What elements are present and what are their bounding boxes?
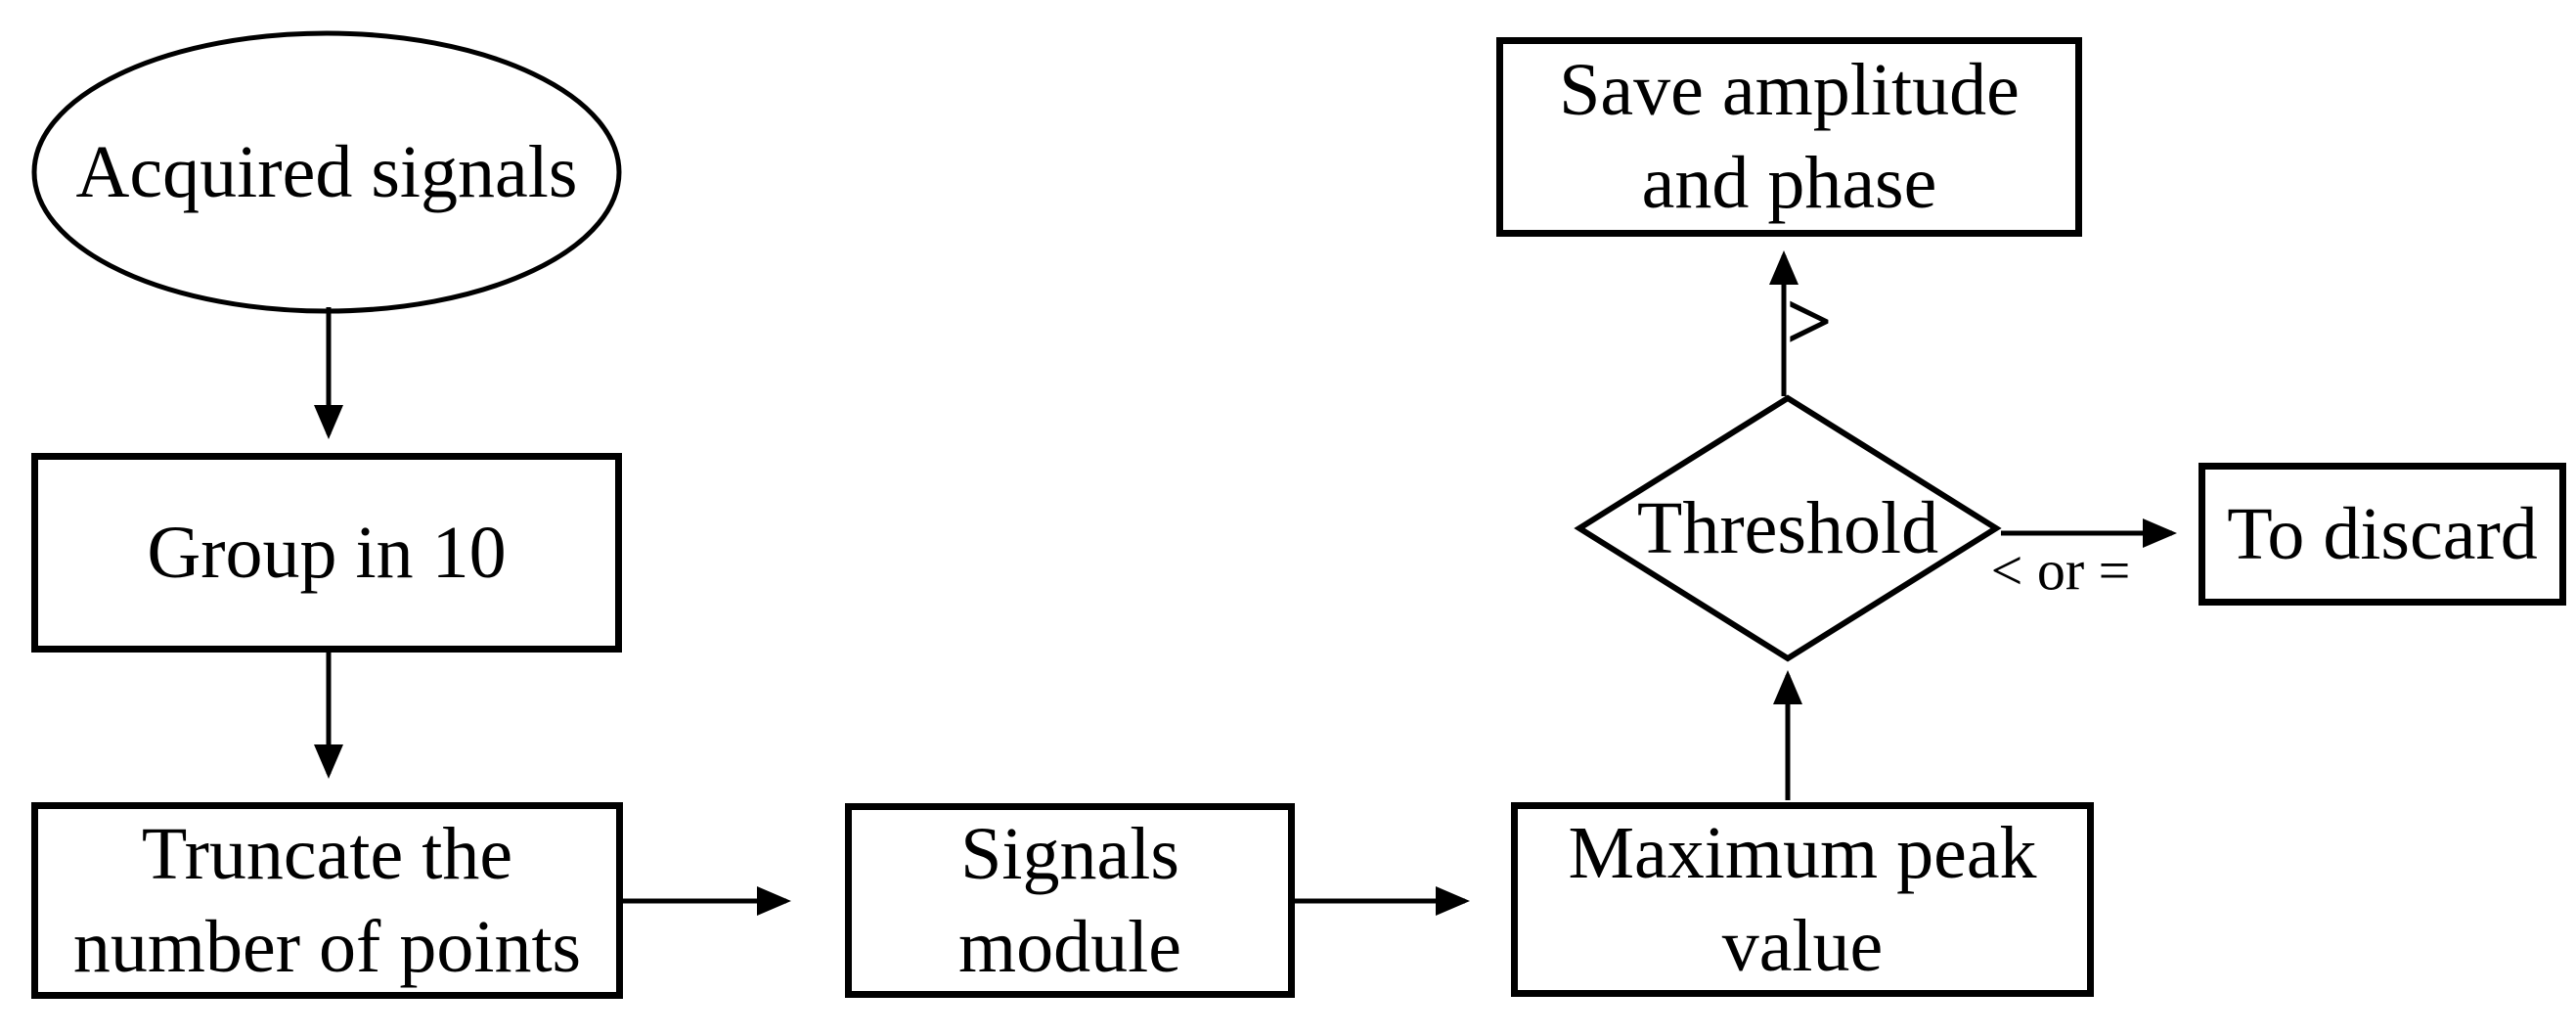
- node-group-in-10-label: Group in 10: [147, 511, 507, 594]
- node-to-discard-label: To discard: [2227, 492, 2538, 575]
- node-group-in-10: Group in 10: [31, 453, 622, 653]
- node-maximum-peak: Maximum peak value: [1511, 802, 2094, 997]
- node-save-amplitude-phase-label: Save amplitude and phase: [1559, 49, 2020, 224]
- node-to-discard: To discard: [2198, 463, 2566, 606]
- node-save-amplitude-phase: Save amplitude and phase: [1496, 37, 2082, 237]
- edge-label-greater-than: >: [1786, 276, 1833, 368]
- threshold-diamond: [1574, 394, 2002, 662]
- acquired-signals-ellipse: [31, 30, 622, 314]
- node-signals-module-label: Signals module: [958, 812, 1181, 988]
- edge-label-less-or-equal: < or =: [1990, 538, 2131, 603]
- node-maximum-peak-label: Maximum peak value: [1568, 811, 2037, 987]
- node-signals-module: Signals module: [845, 803, 1295, 998]
- node-truncate-points: Truncate the number of points: [31, 802, 623, 999]
- node-truncate-points-label: Truncate the number of points: [72, 812, 582, 988]
